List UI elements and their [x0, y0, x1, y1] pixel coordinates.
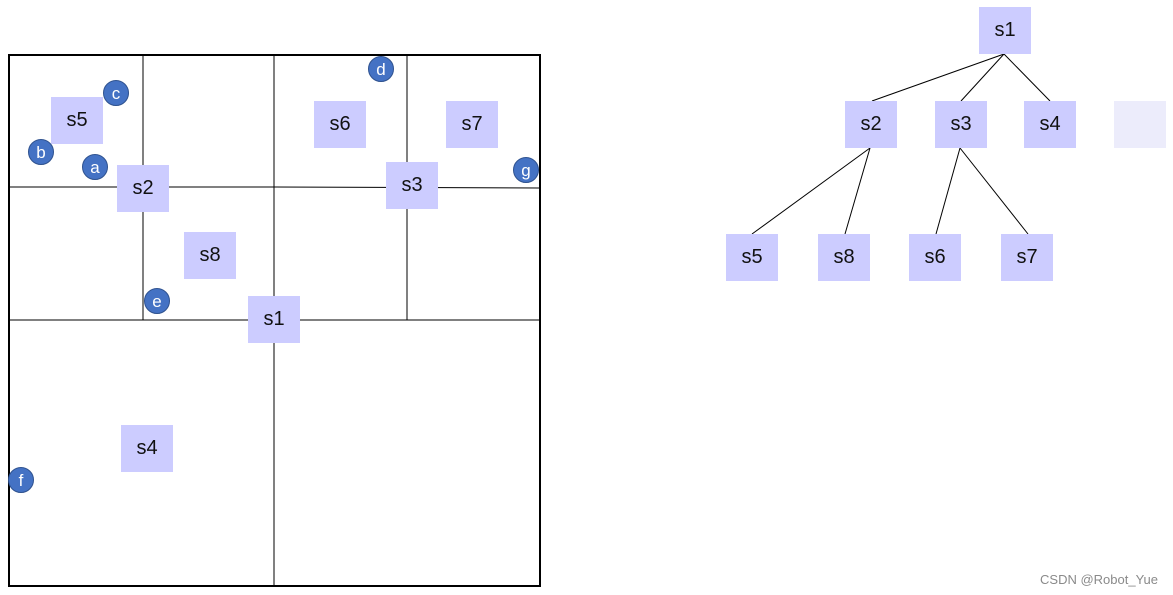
tree-node-s6: s6: [909, 234, 961, 281]
point-b: b: [28, 139, 54, 165]
tree-node-s4: s4: [1024, 101, 1076, 148]
point-e: e: [144, 288, 170, 314]
point-d: d: [368, 56, 394, 82]
grid-label-s7: s7: [446, 101, 498, 148]
point-g: g: [513, 157, 539, 183]
grid-label-s4: s4: [121, 425, 173, 472]
point-a: a: [82, 154, 108, 180]
grid-label-s3: s3: [386, 162, 438, 209]
edge-s2-s8: [844, 147, 871, 235]
edge-s3-s6: [935, 147, 961, 235]
edge-s1-s3: [960, 53, 1005, 102]
grid-label-s2: s2: [117, 165, 169, 212]
tree-node-s7: s7: [1001, 234, 1053, 281]
point-c: c: [103, 80, 129, 106]
edge-s2-s5: [751, 147, 871, 235]
grid-label-s1: s1: [248, 296, 300, 343]
tree-node-s1: s1: [979, 7, 1031, 54]
watermark: CSDN @Robot_Yue: [1040, 572, 1158, 587]
point-f: f: [8, 467, 34, 493]
grid-label-s5: s5: [51, 97, 103, 144]
tree-node-s8: s8: [818, 234, 870, 281]
edge-s1-s4: [1003, 53, 1051, 102]
edge-s1-s2: [871, 53, 1005, 102]
grid-label-s8: s8: [184, 232, 236, 279]
tree-node-s2: s2: [845, 101, 897, 148]
tree-node-s5: s5: [726, 234, 778, 281]
edge-s3-s7: [959, 147, 1029, 235]
tree-node-s3: s3: [935, 101, 987, 148]
tree-node-empty: [1114, 101, 1166, 148]
grid-label-s6: s6: [314, 101, 366, 148]
